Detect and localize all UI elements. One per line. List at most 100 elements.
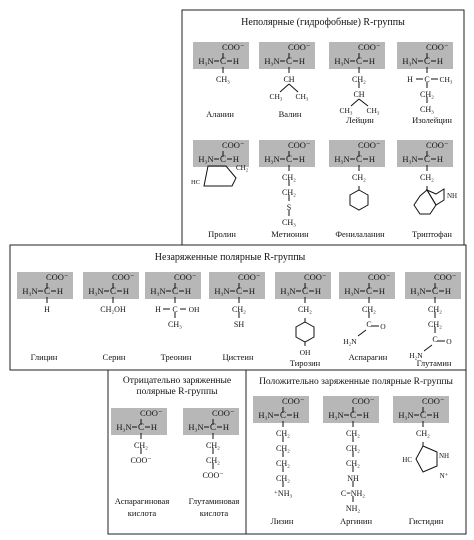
amino-acid-name: Цистеин bbox=[222, 352, 253, 362]
side-chain-label: ⁺NH₃ bbox=[274, 489, 293, 498]
amino-acid-name: Треонин bbox=[161, 352, 192, 362]
carboxylate-label: COO⁻ bbox=[304, 272, 326, 282]
side-chain-label: H bbox=[44, 305, 50, 314]
side-chain-label: CH₂ bbox=[206, 441, 220, 450]
backbone-shade bbox=[145, 272, 201, 299]
amino-acid-name: Аспарагин bbox=[349, 352, 388, 362]
backbone-shade bbox=[83, 272, 139, 299]
side-chain-label: C bbox=[366, 320, 371, 329]
side-chain-label: N⁺ bbox=[440, 472, 449, 480]
alpha-hydrogen-label: H bbox=[249, 286, 255, 296]
bond bbox=[423, 344, 433, 352]
pyrrolidine-ring bbox=[203, 165, 237, 187]
backbone-shade bbox=[253, 396, 309, 423]
amino-group-label: H₃N bbox=[410, 286, 425, 296]
amino-acid-name: Изолейцин bbox=[412, 115, 452, 125]
amino-acid-name: Фенилаланин bbox=[335, 229, 385, 239]
alpha-hydrogen-label: H bbox=[445, 286, 451, 296]
alpha-hydrogen-label: H bbox=[379, 286, 385, 296]
alpha-carbon-label: C bbox=[424, 56, 430, 66]
alpha-carbon-label: C bbox=[302, 286, 308, 296]
alpha-hydrogen-label: H bbox=[369, 56, 375, 66]
amino-acid-name: Валин bbox=[279, 109, 302, 119]
alpha-hydrogen-label: H bbox=[363, 410, 369, 420]
backbone-shade bbox=[183, 408, 239, 435]
carboxylate-label: COO⁻ bbox=[140, 408, 162, 418]
backbone-shade bbox=[209, 272, 265, 299]
phenol-ring bbox=[295, 321, 315, 343]
carboxylate-label: COO⁻ bbox=[288, 42, 310, 52]
backbone-shade bbox=[193, 42, 249, 69]
methyl-label: CH₃ bbox=[269, 92, 282, 101]
carboxylate-label: COO⁻ bbox=[368, 272, 390, 282]
backbone-shade bbox=[193, 140, 249, 167]
carboxylate-label: COO⁻ bbox=[358, 140, 380, 150]
carboxylate-label: COO⁻ bbox=[352, 396, 374, 406]
amino-group-label: H₃N bbox=[280, 286, 295, 296]
amino-group-label: H₃N bbox=[258, 410, 273, 420]
amino-acid-name: Аспарагиновая bbox=[115, 496, 170, 506]
amino-acid-name: кислота bbox=[200, 508, 229, 518]
methyl-label: CH₃ bbox=[295, 92, 308, 101]
carboxylate-label: COO⁻ bbox=[426, 140, 448, 150]
backbone-shade bbox=[405, 272, 461, 299]
alpha-carbon-label: C bbox=[286, 154, 292, 164]
side-chain-label: CH bbox=[283, 75, 294, 84]
carboxylate-label: COO⁻ bbox=[222, 140, 244, 150]
amino-group-label: H₃N bbox=[402, 56, 417, 66]
indole-ring-6 bbox=[413, 189, 437, 215]
alpha-carbon-label: C bbox=[210, 422, 216, 432]
amino-group-label: H₃N bbox=[264, 56, 279, 66]
side-chain-label: CH₂ bbox=[428, 305, 442, 314]
carboxylate-label: COO⁻ bbox=[422, 396, 444, 406]
amino-group-label: H₃N bbox=[334, 56, 349, 66]
bond bbox=[357, 329, 367, 337]
amino-group-label: H₃N bbox=[88, 286, 103, 296]
backbone-shade bbox=[329, 42, 385, 69]
bond bbox=[350, 98, 360, 107]
alpha-carbon-label: C bbox=[280, 410, 286, 420]
side-chain-label: CH₂ bbox=[420, 173, 434, 182]
amino-group-label: H₃N bbox=[188, 422, 203, 432]
atom-label: O bbox=[380, 322, 386, 331]
backbone-shade bbox=[275, 272, 331, 299]
amino-acid-name: Серин bbox=[103, 352, 126, 362]
side-chain-label: CH₂ bbox=[232, 305, 246, 314]
side-chain-label: CH₂ bbox=[362, 305, 376, 314]
alpha-hydrogen-label: H bbox=[123, 286, 129, 296]
backbone-shade bbox=[339, 272, 395, 299]
amino-group-label: H₃N bbox=[198, 56, 213, 66]
amino-acid-name: Глутаминовая bbox=[189, 496, 240, 506]
alpha-hydrogen-label: H bbox=[437, 56, 443, 66]
methyl-label: CH₃ bbox=[339, 106, 352, 115]
amino-group-label: H₃N bbox=[402, 154, 417, 164]
alpha-carbon-label: C bbox=[138, 422, 144, 432]
positive-frame bbox=[245, 369, 467, 535]
side-chain-label: H₂N bbox=[343, 337, 357, 346]
imidazole-ring bbox=[415, 445, 438, 473]
side-chain-label: CH₂ bbox=[276, 444, 290, 453]
side-chain-label: CH₂ bbox=[276, 474, 290, 483]
amino-acid-name: Лейцин bbox=[346, 115, 374, 125]
alpha-hydrogen-label: H bbox=[299, 56, 305, 66]
alpha-hydrogen-label: H bbox=[293, 410, 299, 420]
alpha-carbon-label: C bbox=[44, 286, 50, 296]
backbone-shade bbox=[111, 408, 167, 435]
alpha-carbon-label: C bbox=[350, 410, 356, 420]
amino-acid-name: Тирозин bbox=[290, 358, 321, 368]
alpha-carbon-label: C bbox=[432, 286, 438, 296]
amino-group-label: H₃N bbox=[328, 410, 343, 420]
polar-title: Незаряженные полярные R-группы bbox=[155, 252, 306, 263]
carboxylate-label: COO⁻ bbox=[434, 272, 456, 282]
amino-acid-name: Глутамин bbox=[417, 358, 452, 368]
side-chain-label: CH₂ bbox=[276, 459, 290, 468]
side-chain-label: CH₂ bbox=[276, 429, 290, 438]
alpha-carbon-label: C bbox=[356, 154, 362, 164]
